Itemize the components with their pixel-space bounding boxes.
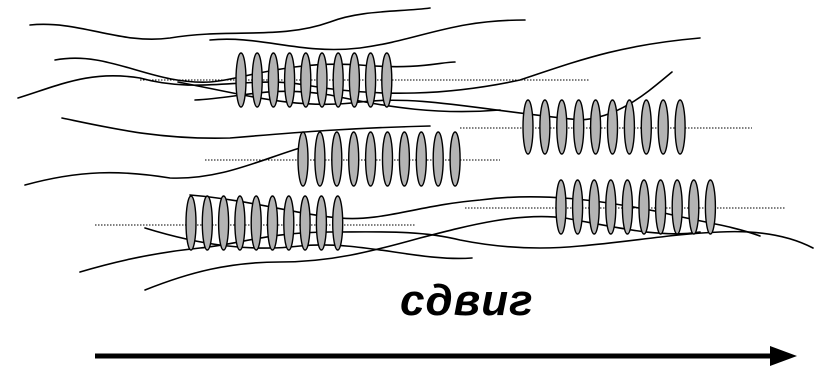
lamella-ellipse <box>299 195 311 251</box>
polymer-chain <box>144 227 473 260</box>
lamella-ellipse <box>606 99 619 155</box>
lamella-ellipse <box>621 179 634 235</box>
lamella-ellipse <box>605 179 617 235</box>
polymer-chain <box>61 117 431 140</box>
lamella-ellipse <box>300 52 312 108</box>
lamella-ellipse <box>671 179 683 235</box>
lamella-ellipse <box>234 195 246 251</box>
lamella-ellipse <box>623 99 636 155</box>
lamellar-stack <box>185 195 344 251</box>
lamella-ellipse <box>297 131 309 187</box>
lamella-ellipse <box>381 131 394 187</box>
lamella-ellipse <box>364 52 377 108</box>
lamella-ellipse <box>657 99 669 155</box>
lamella-ellipse <box>638 179 650 235</box>
lamella-ellipse <box>654 179 667 235</box>
lamella-ellipse <box>571 179 584 235</box>
lamella-ellipse <box>539 99 551 155</box>
lamella-ellipse <box>250 195 262 251</box>
lamellar-stack <box>522 99 686 155</box>
lamella-ellipse <box>381 52 393 108</box>
lamella-ellipse <box>251 52 263 108</box>
polymer-chain <box>29 7 431 40</box>
lamella-ellipse <box>555 179 567 235</box>
lamella-ellipse <box>556 99 568 155</box>
lamella-ellipse <box>398 131 411 187</box>
lamella-ellipse <box>266 195 279 251</box>
shear-label: сдвиг <box>400 276 534 325</box>
lamella-ellipse <box>348 131 360 187</box>
lamellar-stack <box>297 131 461 187</box>
lamella-ellipse <box>415 131 427 187</box>
lamella-ellipse <box>267 52 280 108</box>
shear-arrow <box>95 346 797 366</box>
lamella-ellipse <box>640 99 652 155</box>
lamella-ellipse <box>449 131 461 187</box>
lamella-ellipse <box>704 179 717 235</box>
lamella-ellipse <box>432 131 444 187</box>
lamella-ellipse <box>316 52 328 108</box>
lamella-ellipse <box>235 52 247 108</box>
lamella-ellipse <box>331 131 343 187</box>
lamella-ellipse <box>283 195 295 251</box>
polymer-chains <box>17 7 814 291</box>
lamella-ellipse <box>315 195 328 251</box>
polymer-chain <box>24 147 301 186</box>
polymer-chain <box>17 37 701 99</box>
polymer-chain <box>189 194 761 237</box>
lamella-ellipse <box>332 195 344 251</box>
lamella-ellipse <box>573 99 585 155</box>
lamellar-stacks <box>185 52 717 251</box>
lamella-ellipse <box>364 131 377 187</box>
lamella-ellipse <box>283 52 296 108</box>
lamella-ellipse <box>332 52 344 108</box>
polymer-chain <box>209 19 526 51</box>
lamella-ellipse <box>589 99 602 155</box>
lamellar-stack <box>235 52 393 108</box>
lamellar-stack <box>555 179 717 235</box>
shear-arrow-head <box>770 346 797 366</box>
lamella-ellipse <box>185 195 197 251</box>
lamella-ellipse <box>201 195 214 251</box>
polymer-chain <box>54 57 456 83</box>
lamella-ellipse <box>314 131 326 187</box>
lamella-ellipse <box>688 179 700 235</box>
lamella-ellipse <box>674 99 686 155</box>
lamella-ellipse <box>588 179 600 235</box>
lamella-ellipse <box>522 99 534 155</box>
lamella-ellipse <box>217 195 230 251</box>
lamella-ellipse <box>348 52 361 108</box>
